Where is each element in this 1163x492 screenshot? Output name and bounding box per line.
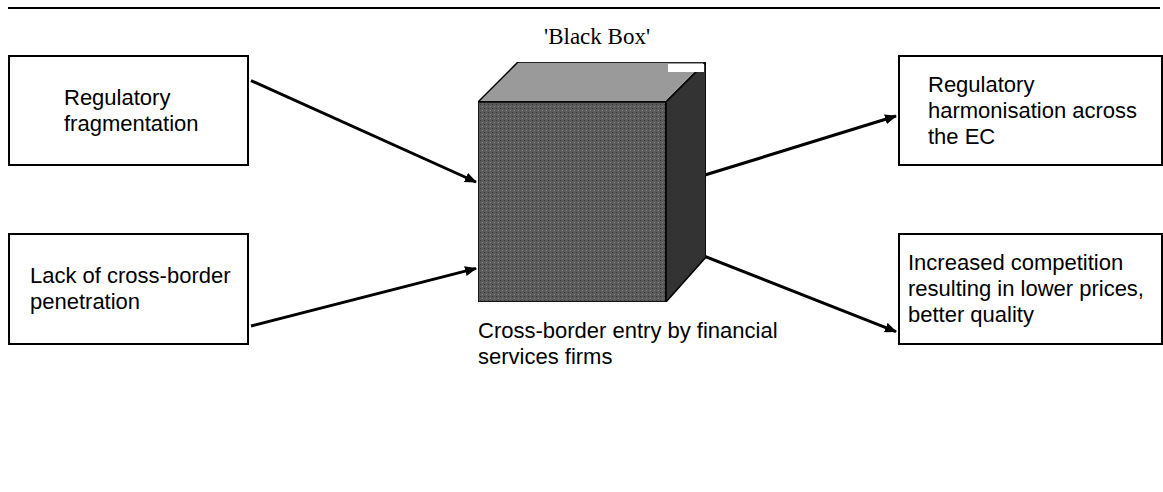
cube-illustration [478,62,706,302]
box-text: Lack of cross-border penetration [30,263,239,315]
arrow-connector [251,268,476,326]
process-box: Increased competition resulting in lower… [898,233,1163,345]
process-box: Lack of cross-border penetration [8,233,249,345]
box-text: Increased competition resulting in lower… [908,250,1153,328]
rule-line [8,7,1160,9]
box-text: Regulatory harmonisation across the EC [928,72,1151,150]
box-text: Regulatory fragmentation [64,85,239,137]
process-box: Regulatory fragmentation [8,55,249,166]
cube-heading: 'Black Box' [544,24,650,50]
cube-caption: Cross-border entry by financial services… [478,318,818,370]
arrow-connector [251,81,476,182]
black-box-cube: 'Black Box'Cross-border entry by financi… [478,62,706,302]
arrow-connector [706,116,896,175]
process-box: Regulatory harmonisation across the EC [898,55,1163,166]
